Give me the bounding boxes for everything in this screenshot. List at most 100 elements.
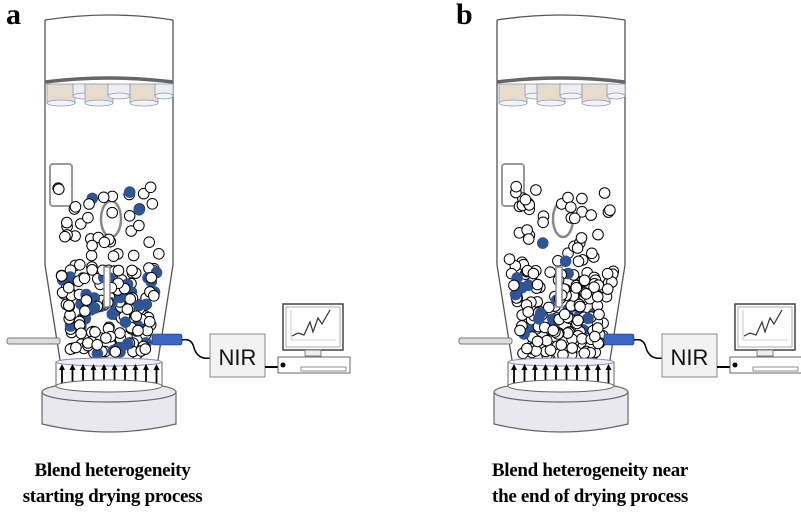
api-particle bbox=[122, 337, 134, 350]
excipient-particle bbox=[126, 264, 138, 277]
api-particle bbox=[537, 237, 549, 249]
excipient-particle bbox=[153, 248, 165, 260]
excipient-particle bbox=[544, 344, 557, 357]
excipient-particle bbox=[527, 267, 540, 280]
excipient-particle bbox=[82, 337, 94, 349]
excipient-particle bbox=[107, 250, 120, 263]
nir-label: NIR bbox=[219, 345, 257, 370]
filter-bag-bottom bbox=[129, 99, 159, 107]
excipient-particle bbox=[130, 310, 142, 323]
excipient-particle bbox=[578, 347, 591, 360]
excipient-particle bbox=[566, 342, 578, 354]
airflow-arrowhead bbox=[101, 364, 107, 370]
excipient-particle bbox=[59, 230, 71, 243]
excipient-particle bbox=[139, 343, 152, 355]
airflow-arrowhead bbox=[69, 364, 76, 370]
excipient-particle bbox=[576, 192, 588, 205]
excipient-particle bbox=[519, 193, 532, 206]
excipient-particle bbox=[89, 326, 101, 338]
excipient-particle bbox=[121, 303, 134, 316]
sight-window-oval bbox=[99, 199, 123, 239]
airflow-arrowhead bbox=[563, 364, 570, 370]
inlet-pipe bbox=[458, 337, 513, 345]
filter-bag-bottom bbox=[107, 92, 131, 100]
power-button bbox=[732, 362, 738, 368]
api-particle bbox=[88, 302, 101, 314]
excipient-particle bbox=[555, 339, 568, 351]
excipient-particle bbox=[98, 236, 111, 249]
monitor-screen bbox=[285, 306, 341, 348]
dryer-panel-a: NIR bbox=[6, 14, 351, 433]
excipient-particle bbox=[510, 180, 522, 193]
excipient-particle bbox=[575, 232, 588, 244]
excipient-particle bbox=[588, 281, 600, 294]
caption-a-line2: starting drying process bbox=[22, 486, 203, 507]
monitor-screen bbox=[737, 306, 793, 348]
vessel-top bbox=[44, 14, 174, 21]
excipient-particle bbox=[530, 184, 542, 196]
excipient-particle bbox=[80, 294, 93, 306]
excipient-particle bbox=[146, 198, 159, 210]
excipient-particle bbox=[514, 324, 526, 337]
excipient-particle bbox=[97, 191, 110, 204]
panel-label-b: b bbox=[456, 0, 473, 31]
filter-bag-bottom bbox=[84, 99, 114, 107]
excipient-particle bbox=[91, 339, 103, 351]
airflow-arrowhead bbox=[59, 364, 65, 370]
excipient-particle bbox=[503, 253, 516, 266]
excipient-particle bbox=[133, 219, 145, 232]
excipient-particle bbox=[570, 282, 583, 294]
excipient-particle bbox=[106, 206, 118, 219]
filter-bag-bottom bbox=[559, 92, 583, 100]
excipient-particle bbox=[604, 204, 616, 216]
excipient-particle bbox=[112, 264, 125, 277]
excipient-particle bbox=[578, 274, 591, 287]
excipient-particle bbox=[109, 346, 122, 358]
filter-bag-bottom bbox=[46, 99, 76, 107]
excipient-particle bbox=[572, 314, 584, 327]
excipient-particle bbox=[83, 198, 95, 210]
excipient-particle bbox=[544, 266, 556, 279]
excipient-particle bbox=[143, 236, 155, 248]
excipient-particle bbox=[62, 281, 75, 294]
excipient-particle bbox=[580, 288, 592, 300]
excipient-particle bbox=[86, 239, 98, 252]
airflow-arrowhead bbox=[553, 364, 559, 370]
filter-bag-bottom bbox=[536, 99, 566, 107]
nir-probe bbox=[151, 333, 183, 346]
airflow-arrowhead bbox=[511, 364, 517, 370]
nir-box bbox=[661, 333, 718, 378]
filter-bag-bottom bbox=[581, 99, 611, 107]
nir-box bbox=[209, 333, 266, 378]
excipient-particle bbox=[522, 306, 534, 318]
excipient-particle bbox=[148, 290, 160, 302]
excipient-particle bbox=[562, 191, 574, 204]
excipient-particle bbox=[531, 278, 544, 291]
caption-a-line1: Blend heterogeneity bbox=[34, 460, 191, 481]
airflow-arrowhead bbox=[521, 364, 528, 370]
filter-bag-bottom bbox=[606, 92, 626, 100]
filter-bag-bottom bbox=[498, 99, 528, 107]
excipient-particle bbox=[601, 283, 614, 295]
disk-drive bbox=[752, 366, 799, 372]
excipient-particle bbox=[78, 272, 91, 285]
excipient-particle bbox=[63, 299, 75, 312]
spectrum-line bbox=[743, 309, 783, 337]
probe-cable bbox=[181, 338, 211, 360]
excipient-particle bbox=[531, 335, 544, 348]
caption-b-line1: Blend heterogeneity near bbox=[491, 460, 689, 481]
excipient-particle bbox=[521, 342, 533, 355]
excipient-particle bbox=[70, 341, 82, 354]
monitor-stand bbox=[304, 349, 322, 357]
panel-label-a: a bbox=[6, 0, 21, 31]
monitor-stand bbox=[756, 349, 774, 357]
excipient-particle bbox=[69, 201, 82, 213]
excipient-particle bbox=[558, 308, 571, 321]
airflow-arrowhead bbox=[542, 364, 549, 370]
api-particle bbox=[582, 312, 594, 325]
airflow-arrowhead bbox=[605, 364, 612, 370]
excipient-particle bbox=[127, 249, 140, 262]
excipient-particle bbox=[537, 216, 549, 229]
excipient-particle bbox=[82, 211, 94, 224]
